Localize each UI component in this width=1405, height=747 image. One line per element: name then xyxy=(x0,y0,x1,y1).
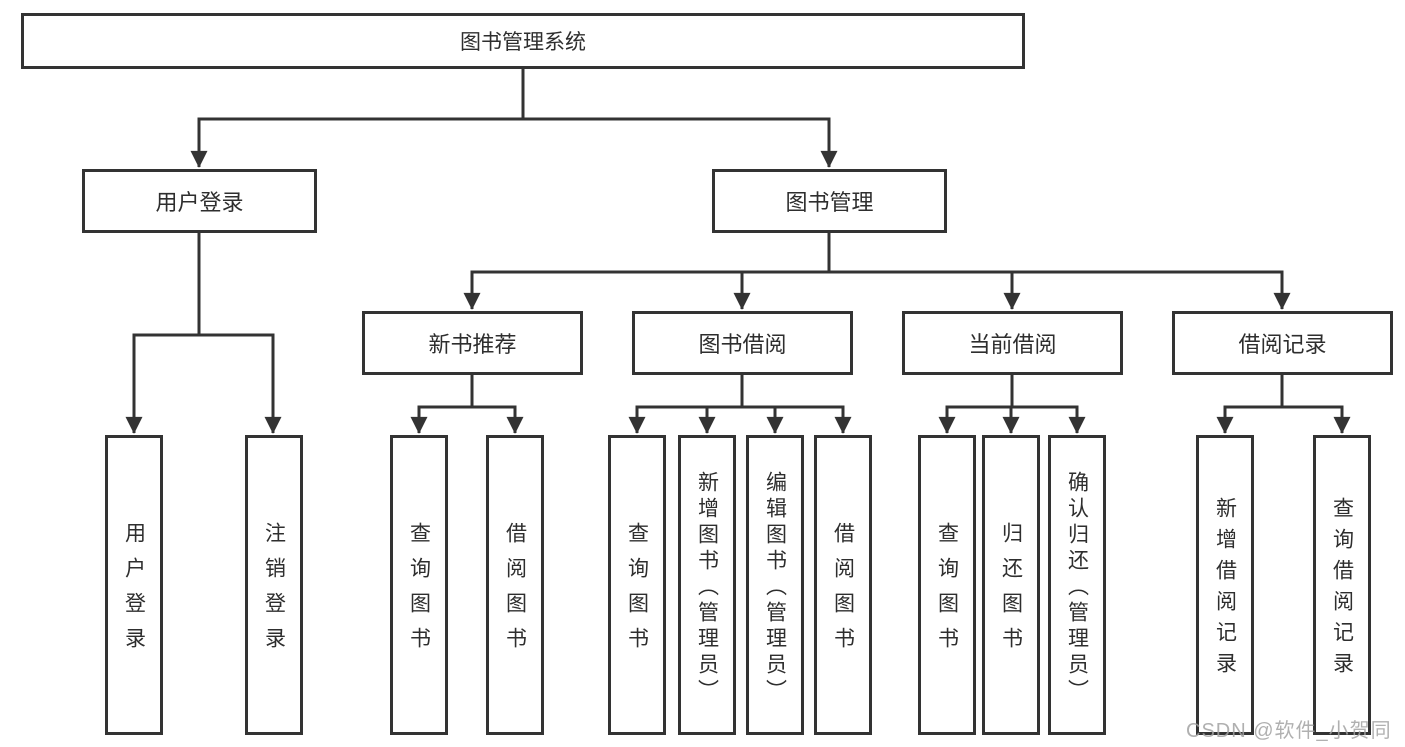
node-new-book-recommend: 新书推荐 xyxy=(362,311,583,375)
node-bb-edit-book-admin: 编辑图书（管理员） xyxy=(746,435,804,735)
node-br-query-record: 查询借阅记录 xyxy=(1313,435,1371,735)
node-user-login: 用户登录 xyxy=(82,169,317,233)
node-nbr-borrow-book: 借阅图书 xyxy=(486,435,544,735)
node-borrow-records: 借阅记录 xyxy=(1172,311,1393,375)
node-bb-query-book: 查询图书 xyxy=(608,435,666,735)
node-br-add-record: 新增借阅记录 xyxy=(1196,435,1254,735)
node-nbr-query-book: 查询图书 xyxy=(390,435,448,735)
node-book-management: 图书管理 xyxy=(712,169,947,233)
node-cb-query-book: 查询图书 xyxy=(918,435,976,735)
node-cb-confirm-return-admin: 确认归还（管理员） xyxy=(1048,435,1106,735)
node-root: 图书管理系统 xyxy=(21,13,1025,69)
node-current-borrow: 当前借阅 xyxy=(902,311,1123,375)
csdn-watermark: CSDN @软件_小贺同学 xyxy=(1186,720,1392,742)
node-logout: 注销登录 xyxy=(245,435,303,735)
node-cb-return-book: 归还图书 xyxy=(982,435,1040,735)
node-bb-add-book-admin: 新增图书（管理员） xyxy=(678,435,736,735)
node-login: 用户登录 xyxy=(105,435,163,735)
node-bb-borrow-book: 借阅图书 xyxy=(814,435,872,735)
node-book-borrow: 图书借阅 xyxy=(632,311,853,375)
